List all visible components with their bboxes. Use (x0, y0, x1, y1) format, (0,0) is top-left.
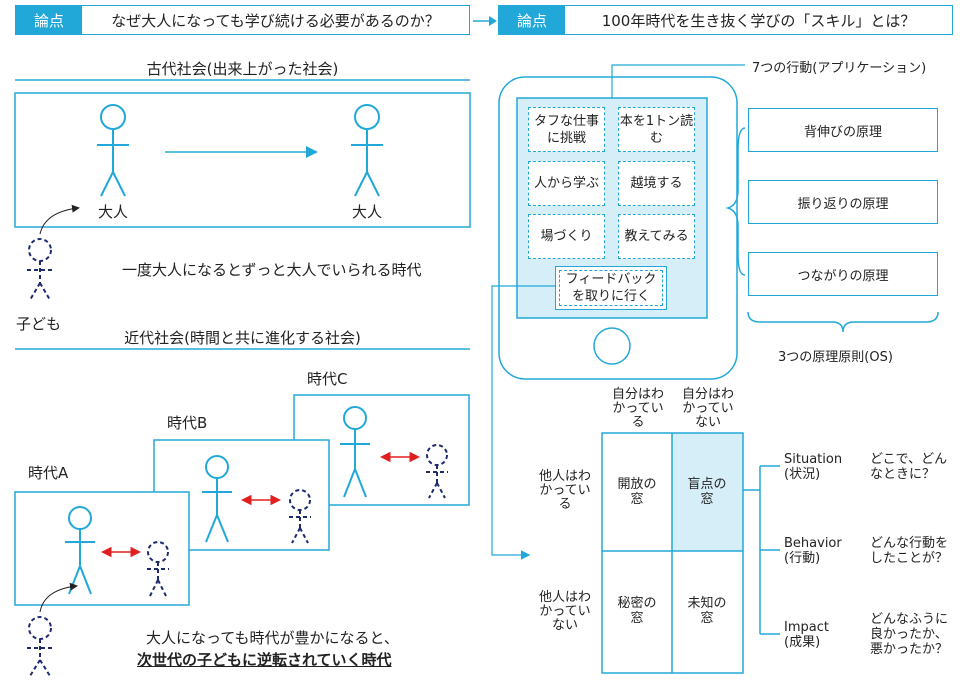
col-header-self-unknown: 自分はわかっていない (681, 387, 734, 430)
sbi-situation-en: Situation (784, 452, 843, 467)
secret-window: 秘密の窓 (617, 596, 657, 626)
sbi-behavior-jp: (行動) (784, 551, 821, 566)
adult-figure-era-b (202, 455, 232, 543)
phone-home-button (593, 327, 631, 365)
action-tough-work: タフな仕事に挑戦 (528, 107, 605, 152)
era-a-label: 時代A (28, 464, 69, 482)
header-left: 論点 なぜ大人になっても学び続ける必要があるのか？ (15, 5, 470, 35)
header-right: 論点 100年時代を生き抜く学びの「スキル」とは？ (498, 5, 953, 35)
action-seek-feedback-label: フィードバックを取りに行く (559, 270, 663, 306)
col-header-self-knows: 自分はわかっている (611, 387, 664, 430)
apps-label-leader (611, 64, 745, 98)
sbi-impact-term: Impact (成果) (784, 620, 829, 650)
os-brace (747, 311, 939, 333)
feedback-connector-arrow (491, 285, 555, 560)
action-read-books: 本を1トン読む (618, 107, 695, 152)
action-cross-boundaries: 越境する (618, 161, 695, 206)
header-arrow-icon (473, 13, 497, 32)
blind-window-fill (672, 433, 743, 551)
child-grow-arrow-modern (39, 582, 78, 613)
sbi-situation-term: Situation (状況) (784, 452, 842, 482)
era-b-label: 時代B (167, 414, 208, 432)
sbi-situation-jp: (状況) (784, 467, 821, 482)
action-place-making: 場づくり (528, 214, 605, 259)
action-seek-feedback: フィードバックを取りに行く (555, 266, 667, 310)
child-figure-era-a (147, 541, 169, 597)
child-figure-era-c (426, 444, 448, 499)
sbi-impact-question: どんなふうに良かったか、悪かったか？ (870, 612, 949, 657)
modern-caption-1: 大人になっても時代が豊かになると、 (146, 629, 399, 647)
header-left-tag: 論点 (16, 6, 83, 34)
ancient-caption: 一度大人になるとずっと大人でいられる時代 (122, 261, 422, 279)
adult-label-right: 大人 (351, 203, 382, 221)
sbi-impact-en: Impact (784, 620, 829, 635)
adult-figure-right (351, 104, 383, 197)
child-figure-ancient (27, 238, 53, 301)
sbi-situation-question: どこで、どんなときに？ (870, 452, 948, 482)
header-right-question: 100年時代を生き抜く学びの「スキル」とは？ (601, 11, 916, 30)
os-label: 3つの原理原則(OS) (778, 350, 893, 365)
blind-window: 盲点の窓 (687, 477, 727, 507)
child-figure-era-b (289, 489, 311, 544)
principles-brace (725, 127, 746, 276)
header-left-question: なぜ大人になっても学び続ける必要があるのか？ (111, 11, 440, 30)
adult-figure-left (97, 104, 129, 197)
adult-label-left: 大人 (97, 203, 128, 221)
ancient-box (14, 92, 471, 228)
principle-connection: つながりの原理 (748, 252, 938, 296)
principle-stretch: 背伸びの原理 (748, 108, 938, 152)
sbi-behavior-term: Behavior (行動) (784, 536, 842, 566)
modern-caption-2: 次世代の子どもに逆転されていく時代 (137, 651, 392, 669)
unknown-window: 未知の窓 (687, 596, 727, 626)
row-header-others-know: 他人はわかっている (538, 469, 591, 512)
sbi-impact-jp: (成果) (784, 635, 821, 650)
adult-figure-era-c (340, 406, 370, 498)
modern-title: 近代社会(時間と共に進化する社会) (124, 329, 361, 347)
open-window: 開放の窓 (617, 477, 657, 507)
apps-label: 7つの行動(アプリケーション) (752, 61, 927, 76)
header-right-tag: 論点 (499, 6, 566, 34)
era-c-label: 時代C (307, 370, 348, 388)
principle-reflection: 振り返りの原理 (748, 180, 938, 224)
child-figure-modern (27, 616, 53, 677)
sbi-behavior-question: どんな行動をしたことが？ (870, 536, 949, 566)
action-try-teaching: 教えてみる (618, 214, 695, 259)
child-grow-arrow-ancient (39, 204, 80, 235)
sbi-behavior-en: Behavior (784, 536, 842, 551)
child-label: 子ども (16, 315, 62, 333)
row-header-others-unknown: 他人はわかっていない (538, 590, 591, 633)
action-learn-from-people: 人から学ぶ (528, 161, 605, 206)
ancient-title: 古代社会(出来上がった社会) (146, 60, 339, 78)
